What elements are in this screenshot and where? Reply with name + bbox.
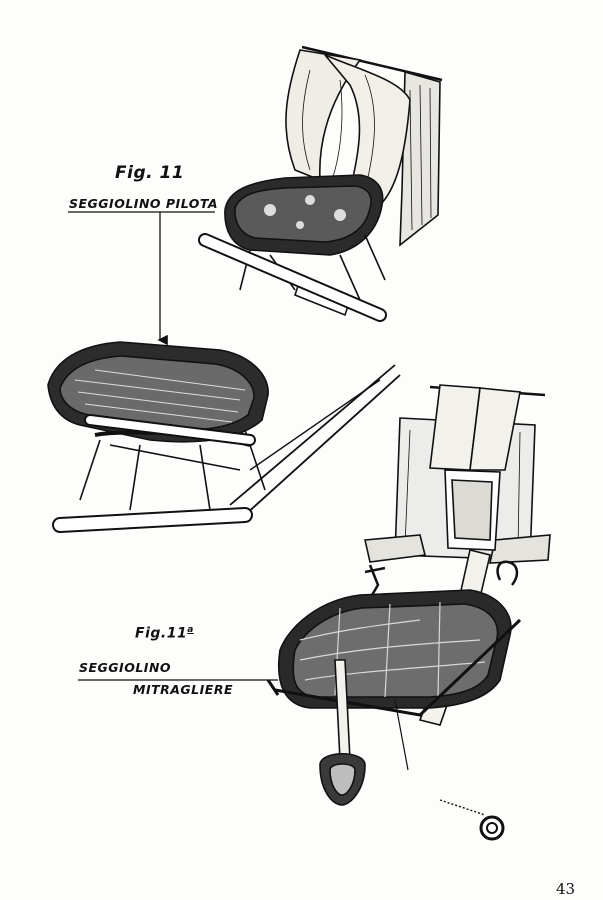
pilot-seat-illustration <box>198 45 443 322</box>
folded-seat-illustration <box>47 341 401 533</box>
page-number: 43 <box>556 880 576 898</box>
figure-11a-main: Fig.11 <box>135 625 188 642</box>
gunner-seat-illustration <box>266 384 551 841</box>
figure-11a-caption: Fig.11a <box>135 625 194 642</box>
figure-11-caption: Fig. 11 <box>115 163 185 183</box>
leader-lines <box>68 211 278 681</box>
figure-11a-sup: a <box>187 625 194 635</box>
gunner-seat-label-line2: MITRAGLIERE <box>133 682 233 697</box>
gunner-seat-label-line1: SEGGIOLINO <box>79 660 172 675</box>
pilot-seat-label: SEGGIOLINO PILOTA <box>69 196 219 211</box>
